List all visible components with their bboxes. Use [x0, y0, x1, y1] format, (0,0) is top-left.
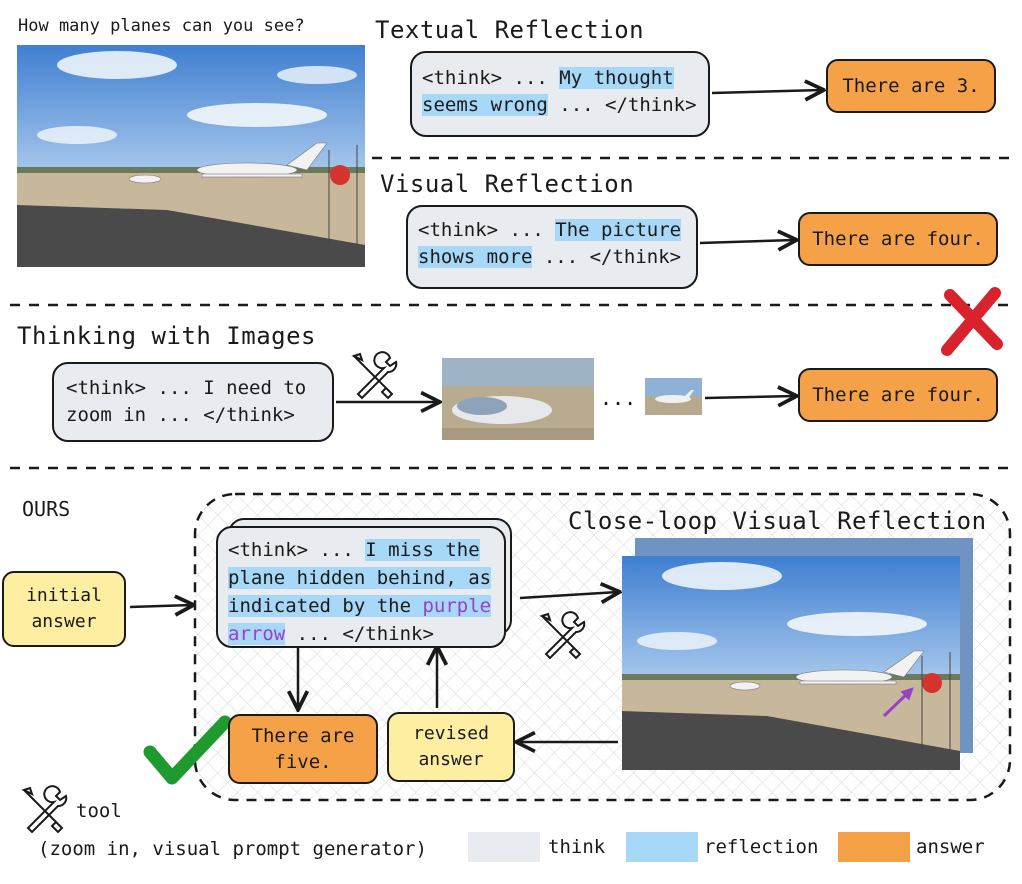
textual-think-box: <think> ... My thought seems wrong ... <… [410, 51, 710, 137]
think-text: zoom in ... </think> [66, 404, 295, 426]
visual-answer: There are four. [798, 212, 998, 266]
think-text: ... </think> [547, 94, 697, 116]
purple-arrow [882, 687, 914, 718]
visual-think-box: <think> ... The picture shows more ... <… [406, 205, 698, 289]
question-text: How many planes can you see? [18, 16, 305, 36]
reflection-highlight: indicated by the [228, 595, 423, 617]
purple-word: purple [422, 595, 492, 617]
tool-legend-icon [21, 785, 68, 834]
legend-think-label: think [548, 836, 606, 858]
reflection-highlight: The picture [555, 219, 682, 241]
zoomed-crop-large [442, 358, 594, 440]
final-answer-box: There are five. [228, 714, 378, 784]
think-text: <think> ... [422, 67, 560, 89]
legend-tool-label: tool [76, 800, 122, 822]
tool-icon [351, 351, 398, 400]
think-text: <think> ... [418, 219, 556, 241]
tool-icon [539, 611, 586, 660]
think-text: ... </think> [285, 623, 434, 645]
revised-answer-box: revised answer [387, 712, 515, 782]
initial-answer-box: initial answer [2, 571, 126, 647]
reflection-highlight: shows more [418, 246, 533, 268]
reflection-highlight: I miss the [365, 539, 480, 561]
textual-reflection-title: Textual Reflection [375, 16, 645, 44]
think-text: <think> ... I need to [66, 377, 307, 399]
legend-reflection-label: reflection [704, 836, 819, 858]
images-answer: There are four. [798, 368, 998, 422]
thinking-with-images-title: Thinking with Images [17, 322, 316, 350]
legend-answer-label: answer [916, 836, 985, 858]
ours-think-box: <think> ... I miss the plane hidden behi… [216, 526, 506, 648]
textual-answer: There are 3. [826, 59, 996, 113]
reflection-highlight: seems wrong [422, 94, 548, 116]
ours-label: OURS [22, 497, 71, 521]
close-loop-title: Close-loop Visual Reflection [568, 507, 987, 535]
ellipsis: ... [600, 386, 637, 410]
legend-think-swatch [468, 832, 540, 862]
wrong-mark-icon [941, 287, 1003, 356]
legend-answer-swatch [838, 832, 910, 862]
visual-reflection-title: Visual Reflection [380, 170, 635, 198]
reflection-highlight: My thought [559, 67, 674, 89]
zoomed-crop-small [645, 378, 702, 415]
purple-word: arrow [228, 623, 286, 645]
correct-check-icon [143, 715, 232, 785]
think-text: ... </think> [532, 246, 682, 268]
images-think-box: <think> ... I need to zoom in ... </thin… [52, 362, 334, 442]
reflection-highlight: plane hidden behind, as [228, 567, 492, 589]
legend-reflection-swatch [626, 832, 698, 862]
legend-tool-desc: (zoom in, visual prompt generator) [38, 838, 427, 860]
think-text: <think> ... [228, 539, 366, 561]
annotated-photo [622, 556, 960, 770]
airport-photo [17, 45, 365, 267]
